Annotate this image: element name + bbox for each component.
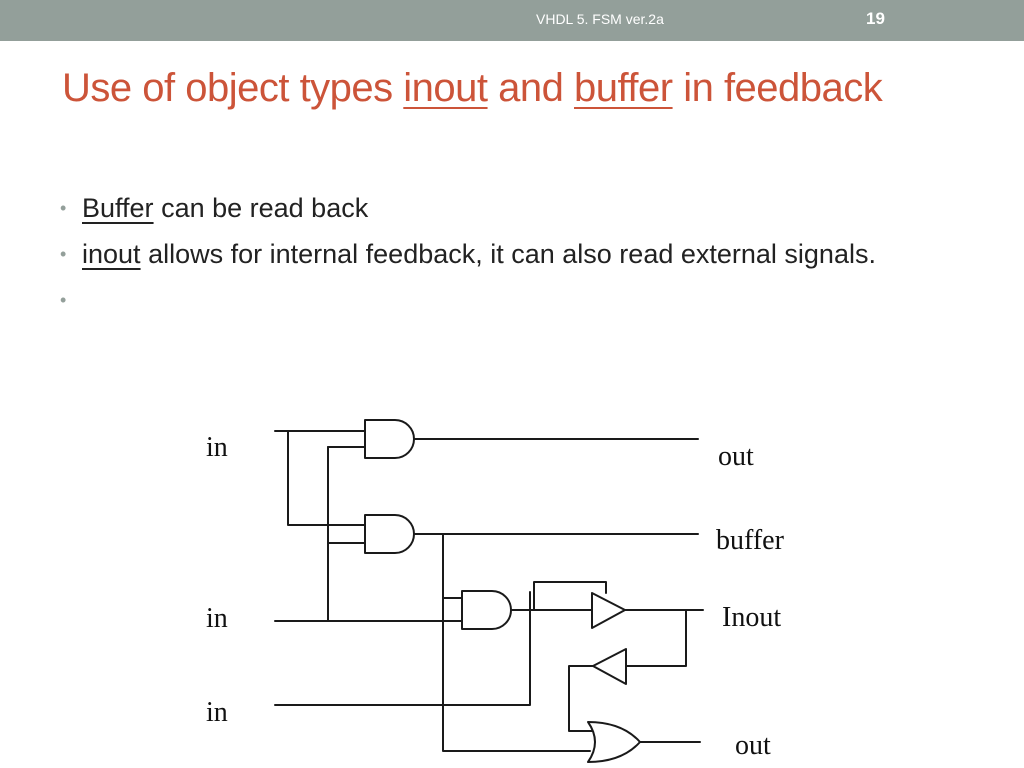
- page-number: 19: [866, 9, 885, 28]
- bullet-text: allows for internal feedback, it can als…: [140, 239, 876, 269]
- bullet-term: Buffer: [82, 193, 154, 223]
- and-gate-1: [364, 419, 415, 459]
- bullet-icon: •: [60, 290, 67, 310]
- circuit-wires: [274, 430, 704, 752]
- label-out-1: out: [718, 441, 754, 472]
- label-buffer: buffer: [716, 525, 784, 556]
- title-part-3: in feedback: [672, 66, 883, 110]
- title-inout: inout: [403, 66, 488, 110]
- bullet-item: • inout allows for internal feedback, it…: [60, 236, 980, 272]
- title-part-1: Use of object types: [62, 66, 404, 110]
- tristate-buffer-in: [592, 648, 627, 685]
- bullet-icon: •: [60, 198, 67, 218]
- bullet-item: •: [60, 282, 980, 318]
- header-bar: VHDL 5. FSM ver.2a 19: [0, 0, 1024, 41]
- bullet-text: can be read back: [153, 193, 369, 223]
- footer-text: VHDL 5. FSM ver.2a: [536, 11, 664, 27]
- label-in-3: in: [206, 697, 228, 728]
- bullet-item: • Buffer can be read back: [60, 190, 980, 226]
- title-part-2: and: [487, 66, 575, 110]
- label-in-1: in: [206, 432, 228, 463]
- and-gate-3: [461, 590, 512, 630]
- label-inout: Inout: [722, 602, 782, 633]
- title-buffer: buffer: [574, 66, 673, 110]
- label-out-2: out: [735, 730, 771, 761]
- bullet-list: • Buffer can be read back • inout allows…: [60, 190, 980, 328]
- slide-title: Use of object types inout and buffer in …: [62, 62, 992, 114]
- tristate-buffer-out: [591, 592, 626, 629]
- or-gate: [587, 721, 641, 763]
- and-gate-2: [364, 514, 415, 554]
- label-in-2: in: [206, 603, 228, 634]
- bullet-icon: •: [60, 244, 67, 264]
- bullet-term: inout: [82, 239, 141, 269]
